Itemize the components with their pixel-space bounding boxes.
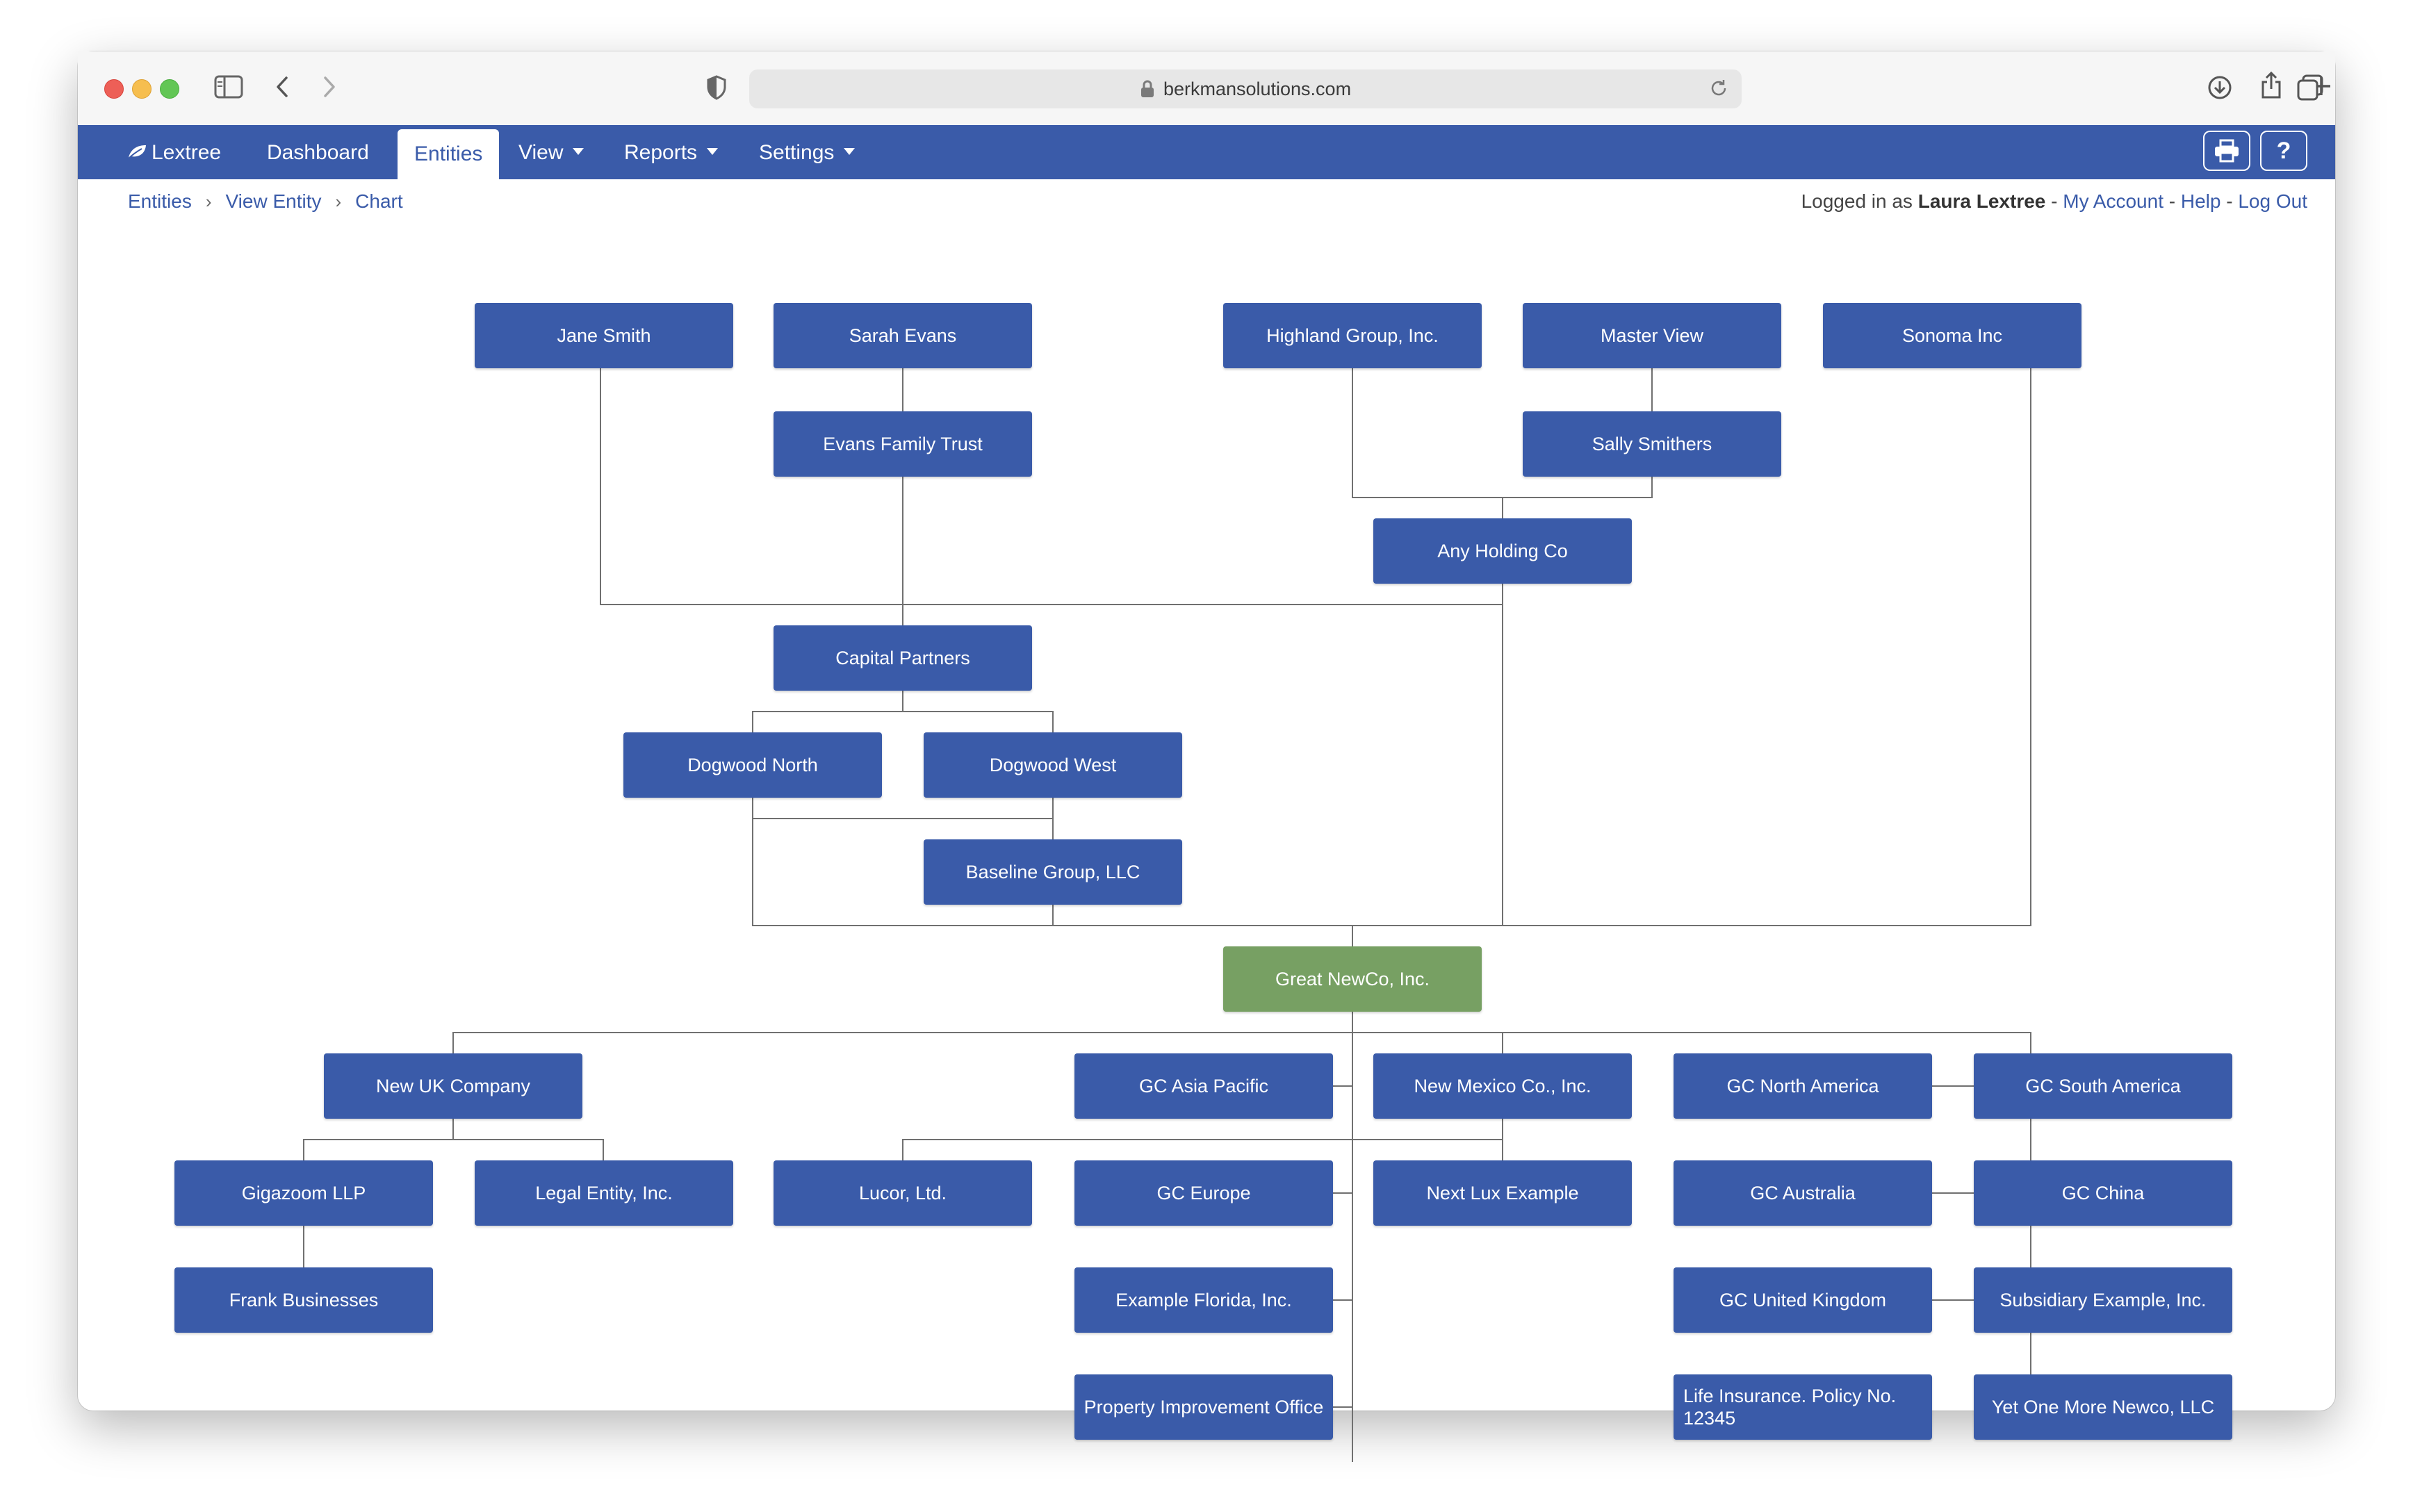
chevron-right-icon: › [335, 191, 342, 212]
entity-subsidiary-example[interactable]: Subsidiary Example, Inc. [1974, 1267, 2232, 1333]
shield-icon[interactable] [706, 75, 727, 100]
entity-gc-china[interactable]: GC China [1974, 1160, 2232, 1226]
nav-entities[interactable]: Entities [398, 129, 500, 179]
nav-view-label: View [518, 141, 564, 164]
brand-label: Lextree [152, 141, 222, 164]
app-navbar: Lextree Dashboard Entities View Reports … [78, 125, 2335, 179]
chevron-right-icon: › [205, 191, 212, 212]
connector-lines [303, 368, 2045, 1462]
entity-gc-europe[interactable]: GC Europe [1074, 1160, 1333, 1226]
separator: - [2226, 190, 2233, 212]
browser-toolbar: berkmansolutions.com [78, 51, 2335, 125]
entity-sally-smithers[interactable]: Sally Smithers [1523, 411, 1781, 477]
entity-dogwood-west[interactable]: Dogwood West [924, 732, 1182, 798]
tabs-overview-icon[interactable] [2296, 74, 2324, 101]
brand-link[interactable]: Lextree [126, 125, 221, 179]
entity-great-newco[interactable]: Great NewCo, Inc. [1223, 946, 1482, 1012]
org-chart: Jane Smith Sarah Evans Highland Group, I… [78, 215, 2335, 1462]
nav-dashboard[interactable]: Dashboard [267, 141, 369, 164]
leaf-icon [127, 145, 146, 160]
reload-icon[interactable] [1708, 78, 1729, 104]
print-button[interactable] [2203, 131, 2250, 171]
entity-next-lux-example[interactable]: Next Lux Example [1373, 1160, 1632, 1226]
forward-icon[interactable] [321, 75, 338, 99]
entity-legal-entity[interactable]: Legal Entity, Inc. [475, 1160, 733, 1226]
separator: - [2051, 190, 2058, 212]
entity-highland-group[interactable]: Highland Group, Inc. [1223, 303, 1482, 368]
entity-lucor-ltd[interactable]: Lucor, Ltd. [774, 1160, 1032, 1226]
back-icon[interactable] [274, 75, 291, 99]
user-name: Laura Lextree [1917, 190, 2046, 212]
sidebar-icon[interactable] [214, 75, 243, 99]
share-icon[interactable] [2260, 71, 2282, 100]
entity-frank-businesses[interactable]: Frank Businesses [174, 1267, 433, 1333]
nav-view[interactable]: View [518, 125, 584, 179]
entity-master-view[interactable]: Master View [1523, 303, 1781, 368]
entity-gc-north-america[interactable]: GC North America [1674, 1053, 1932, 1119]
lock-icon [1140, 80, 1154, 97]
zoom-window-button[interactable] [160, 79, 179, 99]
nav-settings[interactable]: Settings [759, 125, 856, 179]
entity-evans-family-trust[interactable]: Evans Family Trust [774, 411, 1032, 477]
minimize-window-button[interactable] [132, 79, 152, 99]
nav-reports[interactable]: Reports [624, 125, 719, 179]
separator: - [2168, 190, 2176, 212]
entity-jane-smith[interactable]: Jane Smith [475, 303, 733, 368]
chevron-down-icon [707, 148, 719, 156]
entity-gc-australia[interactable]: GC Australia [1674, 1160, 1932, 1226]
url-text: berkmansolutions.com [1163, 78, 1352, 99]
nav-reports-label: Reports [624, 141, 698, 164]
entity-any-holding-co[interactable]: Any Holding Co [1373, 518, 1632, 584]
breadcrumb-view-entity[interactable]: View Entity [225, 190, 322, 212]
download-icon[interactable] [2207, 75, 2232, 100]
entity-sarah-evans[interactable]: Sarah Evans [774, 303, 1032, 368]
address-bar[interactable]: berkmansolutions.com [749, 69, 1742, 108]
entity-example-florida[interactable]: Example Florida, Inc. [1074, 1267, 1333, 1333]
log-out-link[interactable]: Log Out [2238, 190, 2307, 212]
entity-gigazoom-llp[interactable]: Gigazoom LLP [174, 1160, 433, 1226]
breadcrumb-chart[interactable]: Chart [355, 190, 403, 212]
chevron-down-icon [573, 148, 584, 156]
my-account-link[interactable]: My Account [2063, 190, 2163, 212]
entity-new-mexico-co[interactable]: New Mexico Co., Inc. [1373, 1053, 1632, 1119]
printer-icon [2215, 139, 2239, 163]
close-window-button[interactable] [104, 79, 124, 99]
nav-settings-label: Settings [759, 141, 835, 164]
entity-capital-partners[interactable]: Capital Partners [774, 625, 1032, 691]
login-prefix: Logged in as [1801, 190, 1913, 212]
entity-new-uk-company[interactable]: New UK Company [324, 1053, 582, 1119]
breadcrumb: Entities › View Entity › Chart [128, 188, 403, 215]
help-button[interactable]: ? [2260, 131, 2307, 171]
entity-gc-asia-pacific[interactable]: GC Asia Pacific [1074, 1053, 1333, 1119]
entity-sonoma-inc[interactable]: Sonoma Inc [1823, 303, 2081, 368]
chevron-down-icon [844, 148, 856, 156]
login-status: Logged in as Laura Lextree - My Account … [1801, 188, 2307, 215]
entity-property-improvement-office[interactable]: Property Improvement Office [1074, 1374, 1333, 1440]
entity-gc-south-america[interactable]: GC South America [1974, 1053, 2232, 1119]
browser-window: berkmansolutions.com Lextree Dashboard E… [78, 51, 2335, 1462]
entity-gc-united-kingdom[interactable]: GC United Kingdom [1674, 1267, 1932, 1333]
entity-life-insurance-policy[interactable]: Life Insurance. Policy No. 12345 [1674, 1374, 1932, 1440]
entity-yet-one-more-newco[interactable]: Yet One More Newco, LLC [1974, 1374, 2232, 1440]
entity-dogwood-north[interactable]: Dogwood North [623, 732, 882, 798]
help-link[interactable]: Help [2180, 190, 2221, 212]
breadcrumb-entities[interactable]: Entities [128, 190, 192, 212]
entity-baseline-group[interactable]: Baseline Group, LLC [924, 839, 1182, 905]
